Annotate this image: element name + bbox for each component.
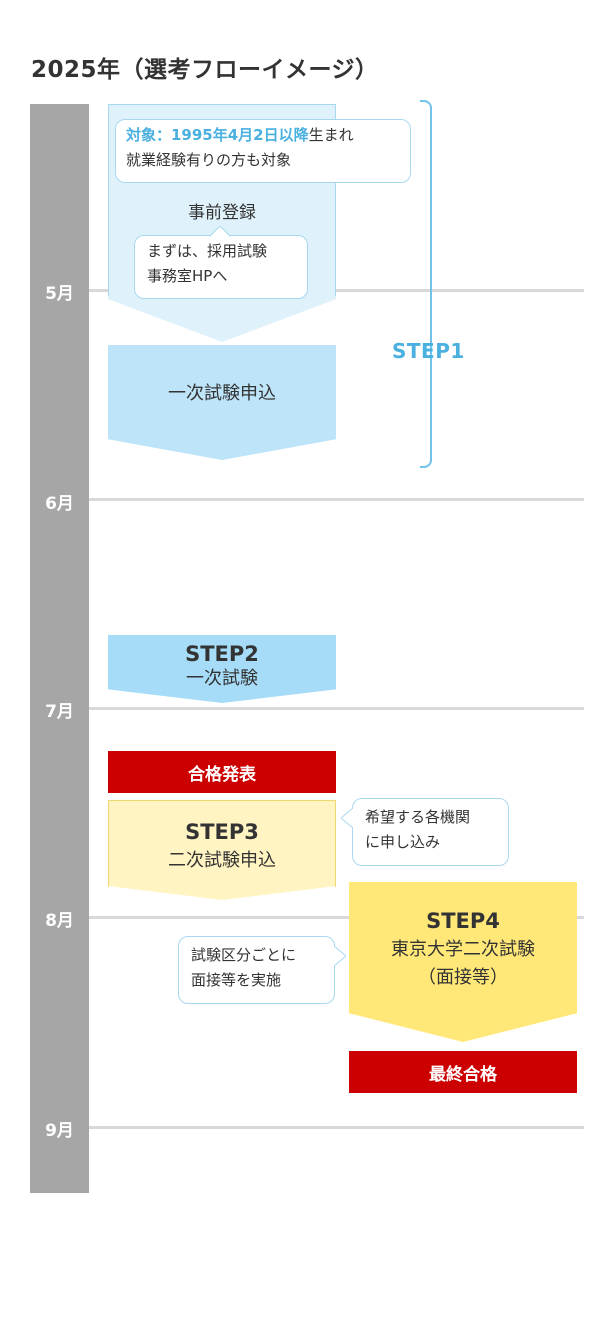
month-label-september: 9月 (45, 1121, 74, 1141)
register-label: 事前登録 (188, 203, 256, 223)
step4-sub1: 東京大学二次試験 (391, 939, 535, 960)
step4-sub2: （面接等） (418, 967, 508, 988)
timeline-bar (30, 104, 89, 1193)
final-pass-bar: 最終合格 (349, 1051, 577, 1093)
month-line-august (89, 916, 584, 919)
step3-note-bubble: 希望する各機関 に申し込み (352, 798, 509, 866)
step1-label: STEP1 (392, 339, 465, 363)
step4-title: STEP4 (426, 909, 500, 933)
pass-announcement-bar: 合格発表 (108, 751, 336, 793)
step2-title: STEP2 (185, 642, 259, 666)
step4-block: STEP4 東京大学二次試験 （面接等） (349, 882, 577, 1042)
register-note-line1: まずは、採用試験 (147, 242, 268, 260)
step1-apply-block: 一次試験申込 (108, 345, 336, 460)
target-highlight: 対象：1995年4月2日以降 (126, 126, 309, 144)
month-line-july (89, 707, 584, 710)
step2-block: STEP2 一次試験 (108, 635, 336, 703)
step3-sub: 二次試験申込 (168, 850, 276, 871)
month-label-june: 6月 (45, 494, 74, 514)
apply-label: 一次試験申込 (168, 382, 276, 404)
page-title: 2025年（選考フローイメージ） (31, 57, 379, 83)
step4-note-line2: 面接等を実施 (191, 971, 282, 989)
step4-note-bubble: 試験区分ごとに 面接等を実施 (178, 936, 335, 1004)
step4-note-pointer (334, 946, 346, 966)
month-label-july: 7月 (45, 702, 74, 722)
step3-block: STEP3 二次試験申込 (108, 800, 336, 900)
step3-note-line1: 希望する各機関 (365, 808, 471, 826)
month-line-may (89, 289, 584, 292)
month-label-may: 5月 (45, 284, 74, 304)
register-note-pointer (210, 226, 230, 237)
month-line-september (89, 1126, 584, 1129)
target-note-bubble: 対象：1995年4月2日以降生まれ 就業経験有りの方も対象 (115, 119, 411, 183)
step4-note-line1: 試験区分ごとに (191, 946, 297, 964)
register-note-line2: 事務室HPへ (147, 267, 228, 285)
step3-title: STEP3 (185, 820, 259, 844)
step2-sub: 一次試験 (186, 668, 258, 689)
step3-note-pointer (341, 808, 353, 828)
step1-brace (420, 100, 432, 468)
step3-note-line2: に申し込み (365, 833, 441, 851)
target-rest: 生まれ (308, 126, 354, 144)
month-label-august: 8月 (45, 911, 74, 931)
target-line2: 就業経験有りの方も対象 (126, 151, 292, 169)
register-note-bubble: まずは、採用試験 事務室HPへ (134, 235, 308, 299)
month-line-june (89, 498, 584, 501)
